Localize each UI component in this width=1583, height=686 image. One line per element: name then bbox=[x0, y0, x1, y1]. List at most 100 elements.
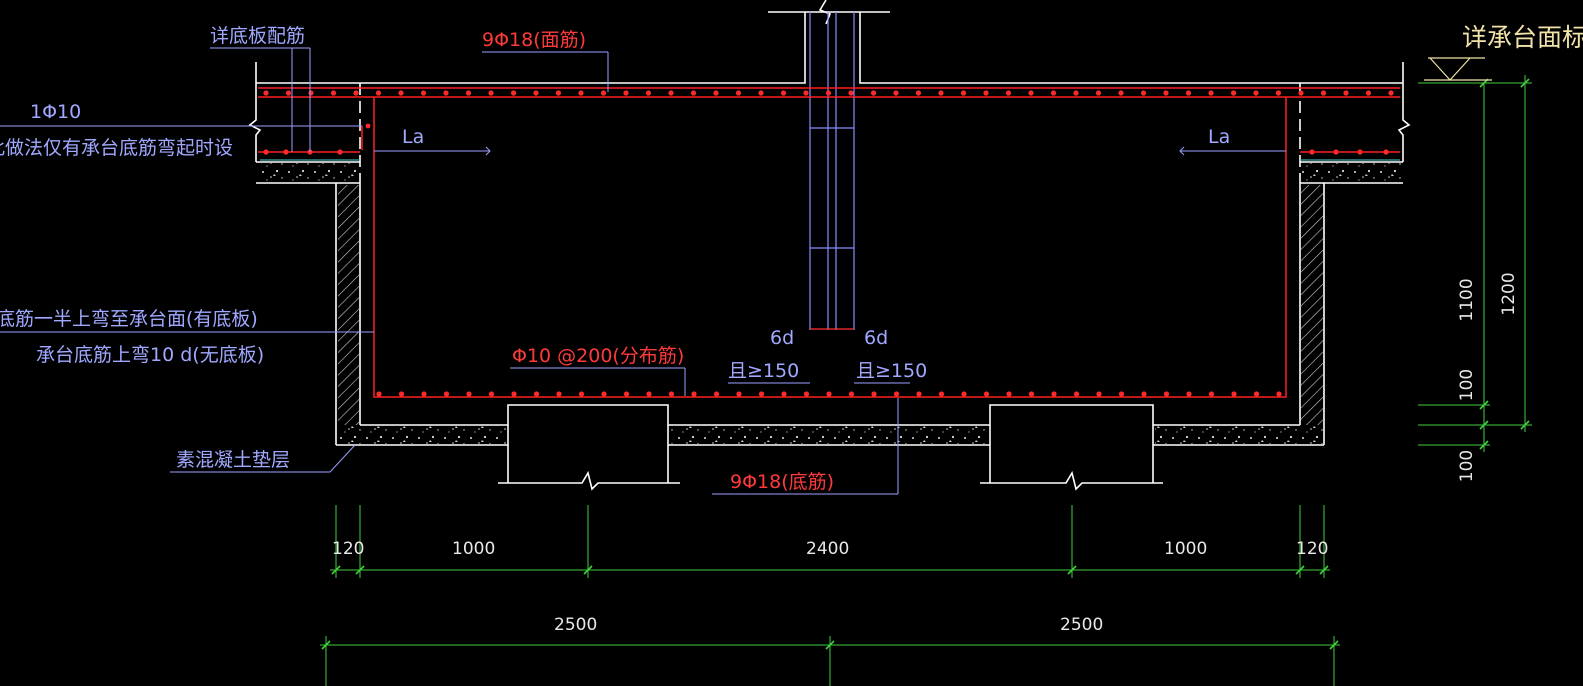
rebar-dot bbox=[578, 391, 585, 397]
rebar-dot bbox=[1028, 90, 1034, 96]
rebar-dot bbox=[736, 391, 742, 397]
rebar-dot bbox=[735, 90, 742, 96]
elevation-symbol bbox=[1424, 57, 1492, 81]
rebar-dot bbox=[337, 149, 343, 155]
label-dist-rebar: Φ10 @200(分布筋) bbox=[512, 345, 684, 367]
dim-2400: 2400 bbox=[806, 539, 849, 559]
rebar-dot bbox=[780, 90, 787, 96]
label-la-right: La bbox=[1208, 126, 1230, 148]
rebar-dot bbox=[1118, 90, 1124, 96]
rebar-dot bbox=[556, 391, 562, 397]
cushion-left bbox=[338, 426, 506, 444]
rebar-dot bbox=[916, 391, 922, 397]
rebar-dot bbox=[938, 90, 944, 96]
rebar-dot bbox=[983, 391, 990, 397]
structure-outline bbox=[248, 0, 1411, 491]
rebar-dot bbox=[510, 90, 517, 96]
rebar-dot bbox=[466, 391, 472, 397]
left-slab-cushion bbox=[258, 163, 358, 182]
label-cap-top-ref: 详承台面标 bbox=[1462, 23, 1583, 52]
rebar-dot bbox=[1298, 90, 1304, 96]
rebar-dot bbox=[623, 90, 629, 96]
rebar-dot bbox=[1140, 90, 1147, 96]
dim-120-left: 120 bbox=[332, 539, 364, 559]
label-bottom-bar-half: 底筋一半上弯至承台面(有底板) bbox=[0, 308, 258, 330]
rebar-dot bbox=[1051, 391, 1057, 397]
rebar-dot bbox=[283, 149, 289, 155]
rebar-dot bbox=[443, 391, 450, 397]
rebar-dot bbox=[645, 90, 652, 96]
label-6d-left: 6d bbox=[770, 327, 794, 349]
dim-2500-left: 2500 bbox=[554, 615, 597, 635]
label-one-phi10: 1Φ10 bbox=[30, 101, 81, 123]
rebar-dot bbox=[601, 391, 607, 397]
column-rebar bbox=[809, 12, 855, 330]
rebar-dot bbox=[511, 391, 517, 397]
rebar-dot bbox=[353, 90, 359, 96]
label-ge150-right: 且≥150 bbox=[856, 360, 927, 382]
rebar-dot bbox=[263, 149, 269, 155]
rebar-dot bbox=[1383, 149, 1389, 155]
label-top-rebar: 9Φ18(面筋) bbox=[482, 29, 586, 51]
rebar-dot bbox=[1230, 90, 1237, 96]
dim-1100: 1100 bbox=[1457, 278, 1477, 321]
rebar-dot bbox=[871, 391, 877, 397]
rebar-dot bbox=[961, 391, 967, 397]
rebar-dot bbox=[623, 391, 630, 397]
rebar-dot bbox=[713, 391, 720, 397]
rebar-dot bbox=[465, 90, 472, 96]
rebar-dot bbox=[668, 391, 675, 397]
rebar-dot bbox=[1163, 90, 1169, 96]
label-plain-concrete: 素混凝土垫层 bbox=[176, 449, 290, 471]
cap-rebar bbox=[258, 87, 1400, 398]
rebar-dot bbox=[1028, 391, 1035, 397]
rebar-dot bbox=[1253, 90, 1259, 96]
rebar-dot bbox=[1185, 90, 1192, 96]
dim-1000-left: 1000 bbox=[452, 539, 495, 559]
rebar-dot bbox=[533, 90, 539, 96]
rebar-dot bbox=[398, 391, 405, 397]
rebar-dot bbox=[848, 90, 854, 96]
rebar-dot bbox=[1333, 149, 1339, 155]
rebar-dot bbox=[1320, 90, 1327, 96]
rebar-dot bbox=[826, 391, 832, 397]
cushion-right bbox=[1155, 426, 1323, 444]
rebar-dot bbox=[600, 90, 607, 96]
rebar-dot bbox=[803, 90, 809, 96]
dim-1200: 1200 bbox=[1499, 272, 1519, 315]
rebar-dot bbox=[713, 90, 719, 96]
rebar-dot bbox=[1163, 391, 1170, 397]
leader-lines bbox=[0, 47, 1286, 495]
rebar-dot bbox=[1343, 90, 1349, 96]
dim-100-b: 100 bbox=[1457, 450, 1477, 482]
rebar-dot bbox=[555, 90, 562, 96]
label-6d-right: 6d bbox=[864, 327, 888, 349]
rebar-dot bbox=[578, 90, 584, 96]
rebar-dot bbox=[308, 90, 314, 96]
dim-120-right: 120 bbox=[1296, 539, 1328, 559]
rebar-dot bbox=[365, 123, 371, 129]
rebar-dot bbox=[691, 391, 697, 397]
rebar-dot bbox=[1231, 391, 1237, 397]
rebar-dot bbox=[690, 90, 697, 96]
rebar-dot bbox=[893, 391, 900, 397]
rebar-dot bbox=[1006, 391, 1012, 397]
rebar-dot bbox=[915, 90, 922, 96]
rebar-dot bbox=[758, 391, 765, 397]
rebar-dot bbox=[1073, 90, 1079, 96]
rebar-dot bbox=[1276, 391, 1282, 397]
rebar-dot bbox=[285, 90, 292, 96]
rebar-dot bbox=[488, 391, 495, 397]
rebar-dot bbox=[870, 90, 877, 96]
rebar-dot bbox=[960, 90, 967, 96]
rebar-dot bbox=[1096, 391, 1102, 397]
rebar-dot bbox=[1365, 90, 1372, 96]
rebar-dot bbox=[1095, 90, 1102, 96]
rebar-dot bbox=[803, 391, 810, 397]
rebar-dot bbox=[263, 90, 269, 96]
rebar-dot bbox=[330, 90, 337, 96]
rebar-dot bbox=[938, 391, 945, 397]
rebar-dot bbox=[421, 391, 427, 397]
rebar-dot bbox=[1186, 391, 1192, 397]
